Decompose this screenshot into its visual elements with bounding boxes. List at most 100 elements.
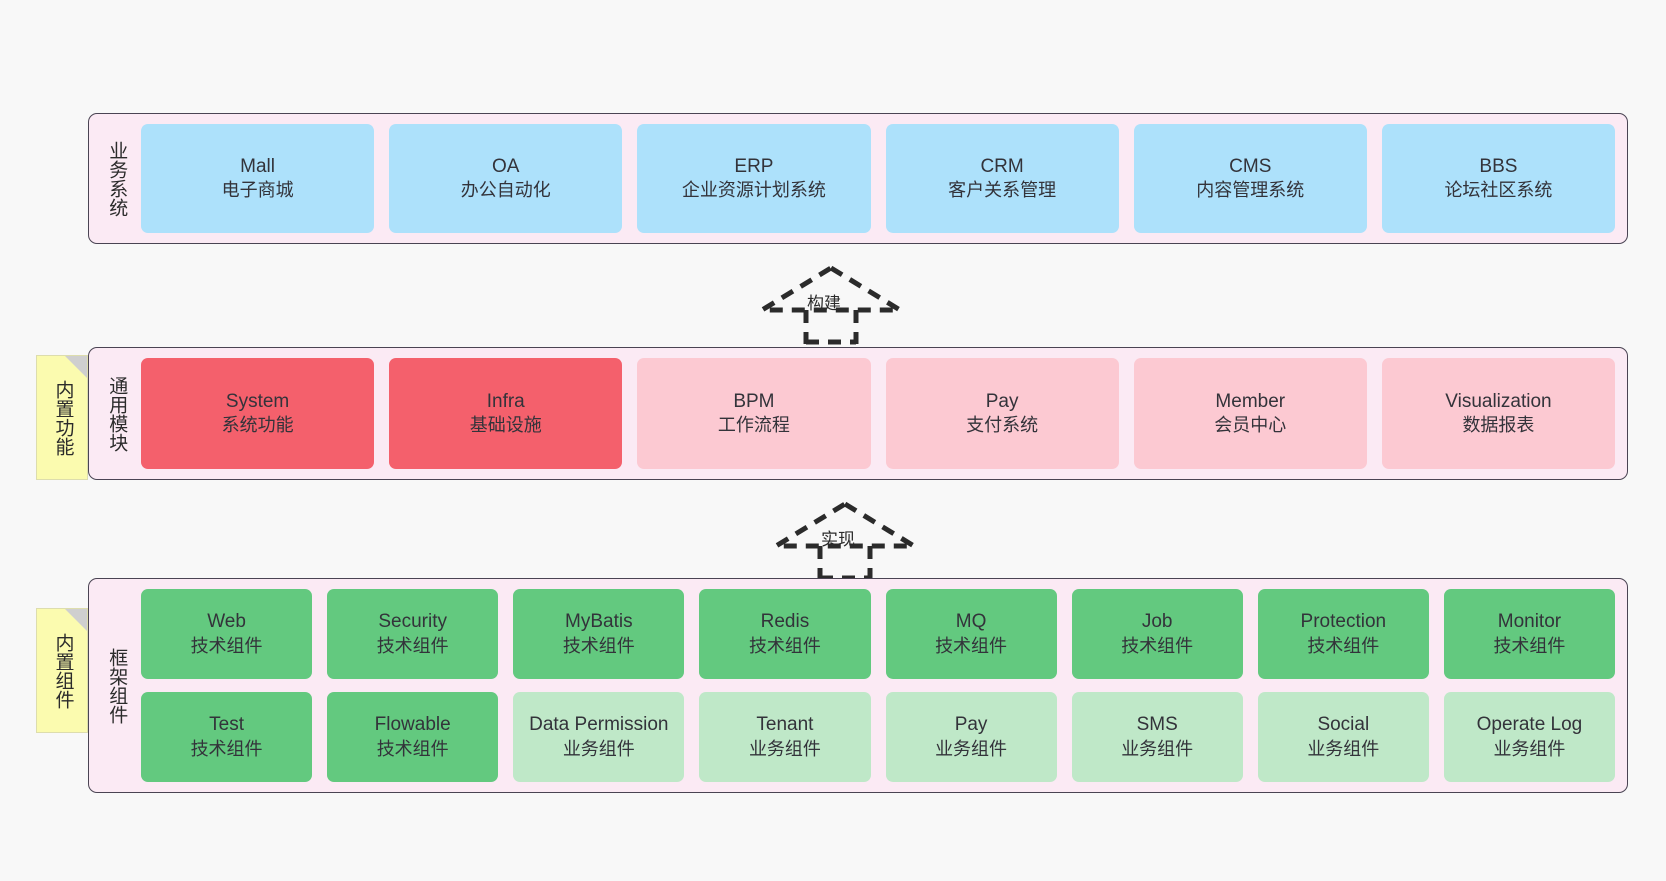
card-sms[interactable]: SMS 业务组件 bbox=[1071, 692, 1243, 782]
card-erp-desc: 企业资源计划系统 bbox=[681, 180, 826, 201]
card-mq[interactable]: MQ 技术组件 bbox=[885, 589, 1057, 679]
card-pay-module-desc: 支付系统 bbox=[966, 415, 1039, 436]
card-redis-desc: 技术组件 bbox=[748, 635, 821, 656]
framework-card-row-business: Test 技术组件 Flowable 技术组件 Data Permission … bbox=[141, 692, 1615, 782]
card-social[interactable]: Social 业务组件 bbox=[1257, 692, 1429, 782]
connector-build-label: 构建 bbox=[807, 294, 841, 313]
card-bbs[interactable]: BBS 论坛社区系统 bbox=[1381, 124, 1616, 233]
card-pay-component[interactable]: Pay 业务组件 bbox=[885, 692, 1057, 782]
card-infra-name: Infra bbox=[486, 390, 525, 412]
card-social-desc: 业务组件 bbox=[1307, 738, 1380, 759]
card-bpm-name: BPM bbox=[733, 390, 775, 412]
card-cms-name: CMS bbox=[1229, 155, 1272, 177]
card-redis[interactable]: Redis 技术组件 bbox=[699, 589, 871, 679]
card-erp-name: ERP bbox=[734, 155, 774, 177]
card-visualization[interactable]: Visualization 数据报表 bbox=[1381, 358, 1616, 469]
card-infra-desc: 基础设施 bbox=[469, 415, 542, 436]
card-crm-name: CRM bbox=[980, 155, 1024, 177]
card-job-name: Job bbox=[1141, 611, 1173, 633]
card-visualization-name: Visualization bbox=[1445, 390, 1552, 412]
card-monitor-desc: 技术组件 bbox=[1493, 635, 1566, 656]
card-security-desc: 技术组件 bbox=[376, 635, 449, 656]
card-member-name: Member bbox=[1215, 390, 1286, 412]
card-sms-name: SMS bbox=[1136, 714, 1178, 736]
card-data-permission-name: Data Permission bbox=[529, 714, 669, 736]
card-security[interactable]: Security 技术组件 bbox=[327, 589, 499, 679]
layer-title-framework-components: 框架组件 bbox=[106, 647, 128, 724]
card-crm[interactable]: CRM 客户关系管理 bbox=[885, 124, 1119, 233]
card-operate-log-name: Operate Log bbox=[1476, 714, 1583, 736]
card-security-name: Security bbox=[378, 611, 447, 633]
card-cms[interactable]: CMS 内容管理系统 bbox=[1133, 124, 1367, 233]
card-mybatis[interactable]: MyBatis 技术组件 bbox=[513, 589, 685, 679]
card-web[interactable]: Web 技术组件 bbox=[141, 589, 313, 679]
sticky-note-builtin-features-label: 内置功能 bbox=[52, 379, 74, 456]
card-mq-name: MQ bbox=[955, 611, 987, 633]
card-mq-desc: 技术组件 bbox=[935, 635, 1008, 656]
card-mall-desc: 电子商城 bbox=[221, 180, 294, 201]
card-system-name: System bbox=[225, 390, 290, 412]
card-mall-name: Mall bbox=[240, 155, 275, 177]
card-mybatis-name: MyBatis bbox=[565, 611, 633, 633]
layer-framework-components: 框架组件 Web 技术组件 Security 技术组件 MyBatis 技术组件… bbox=[88, 578, 1628, 793]
card-operate-log-desc: 业务组件 bbox=[1493, 738, 1566, 759]
card-bbs-desc: 论坛社区系统 bbox=[1444, 180, 1553, 201]
layer-common-modules: 通用模块 System 系统功能 Infra 基础设施 BPM 工作流程 Pay bbox=[88, 347, 1628, 480]
sticky-note-builtin-components-label: 内置组件 bbox=[52, 632, 74, 709]
card-test-desc: 技术组件 bbox=[190, 738, 263, 759]
card-operate-log[interactable]: Operate Log 业务组件 bbox=[1443, 692, 1615, 782]
card-redis-name: Redis bbox=[760, 611, 810, 633]
card-test[interactable]: Test 技术组件 bbox=[141, 692, 313, 782]
card-data-permission[interactable]: Data Permission 业务组件 bbox=[513, 692, 685, 782]
card-infra[interactable]: Infra 基础设施 bbox=[389, 358, 623, 469]
card-web-name: Web bbox=[207, 611, 246, 633]
card-member[interactable]: Member 会员中心 bbox=[1133, 358, 1367, 469]
card-mall[interactable]: Mall 电子商城 bbox=[141, 124, 375, 233]
card-system[interactable]: System 系统功能 bbox=[141, 358, 375, 469]
card-erp[interactable]: ERP 企业资源计划系统 bbox=[637, 124, 871, 233]
card-crm-desc: 客户关系管理 bbox=[948, 180, 1057, 201]
card-oa-desc: 办公自动化 bbox=[460, 180, 551, 201]
card-social-name: Social bbox=[1317, 714, 1370, 736]
card-monitor-name: Monitor bbox=[1497, 611, 1562, 633]
card-test-name: Test bbox=[209, 714, 244, 736]
connector-build-arrow: 构建 bbox=[753, 262, 909, 345]
card-pay-component-name: Pay bbox=[954, 714, 988, 736]
card-oa-name: OA bbox=[492, 155, 520, 177]
business-card-row: Mall 电子商城 OA 办公自动化 ERP 企业资源计划系统 CRM 客户关系… bbox=[141, 124, 1616, 233]
card-tenant-name: Tenant bbox=[756, 714, 814, 736]
card-cms-desc: 内容管理系统 bbox=[1196, 180, 1305, 201]
framework-card-row-tech: Web 技术组件 Security 技术组件 MyBatis 技术组件 Redi… bbox=[141, 589, 1615, 679]
sticky-note-builtin-components: 内置组件 bbox=[36, 608, 88, 733]
card-flowable-name: Flowable bbox=[374, 714, 451, 736]
card-monitor[interactable]: Monitor 技术组件 bbox=[1443, 589, 1615, 679]
card-protection-name: Protection bbox=[1300, 611, 1387, 633]
card-bpm-desc: 工作流程 bbox=[717, 415, 790, 436]
card-flowable[interactable]: Flowable 技术组件 bbox=[327, 692, 499, 782]
card-job[interactable]: Job 技术组件 bbox=[1071, 589, 1243, 679]
layer-business-systems: 业务系统 Mall 电子商城 OA 办公自动化 ERP 企业资源计划系统 CRM bbox=[88, 113, 1628, 244]
layer-title-common-modules: 通用模块 bbox=[106, 375, 128, 452]
note-fold-corner-icon bbox=[65, 609, 87, 631]
note-fold-corner-icon bbox=[65, 356, 87, 378]
card-tenant-desc: 业务组件 bbox=[748, 738, 821, 759]
arrow-shaft bbox=[803, 310, 859, 345]
card-bpm[interactable]: BPM 工作流程 bbox=[637, 358, 871, 469]
card-bbs-name: BBS bbox=[1479, 155, 1518, 177]
connector-implement-arrow: 实现 bbox=[767, 498, 923, 581]
card-pay-module-name: Pay bbox=[985, 390, 1019, 412]
card-flowable-desc: 技术组件 bbox=[376, 738, 449, 759]
card-pay-module[interactable]: Pay 支付系统 bbox=[885, 358, 1119, 469]
arrow-shaft bbox=[817, 546, 873, 581]
card-pay-component-desc: 业务组件 bbox=[935, 738, 1008, 759]
card-tenant[interactable]: Tenant 业务组件 bbox=[699, 692, 871, 782]
business-card-container: Mall 电子商城 OA 办公自动化 ERP 企业资源计划系统 CRM 客户关系… bbox=[131, 124, 1616, 233]
card-sms-desc: 业务组件 bbox=[1121, 738, 1194, 759]
card-oa[interactable]: OA 办公自动化 bbox=[389, 124, 623, 233]
modules-card-row: System 系统功能 Infra 基础设施 BPM 工作流程 Pay 支付系统… bbox=[141, 358, 1616, 469]
card-data-permission-desc: 业务组件 bbox=[562, 738, 635, 759]
card-mybatis-desc: 技术组件 bbox=[562, 635, 635, 656]
sticky-note-builtin-features: 内置功能 bbox=[36, 355, 88, 480]
card-protection[interactable]: Protection 技术组件 bbox=[1257, 589, 1429, 679]
